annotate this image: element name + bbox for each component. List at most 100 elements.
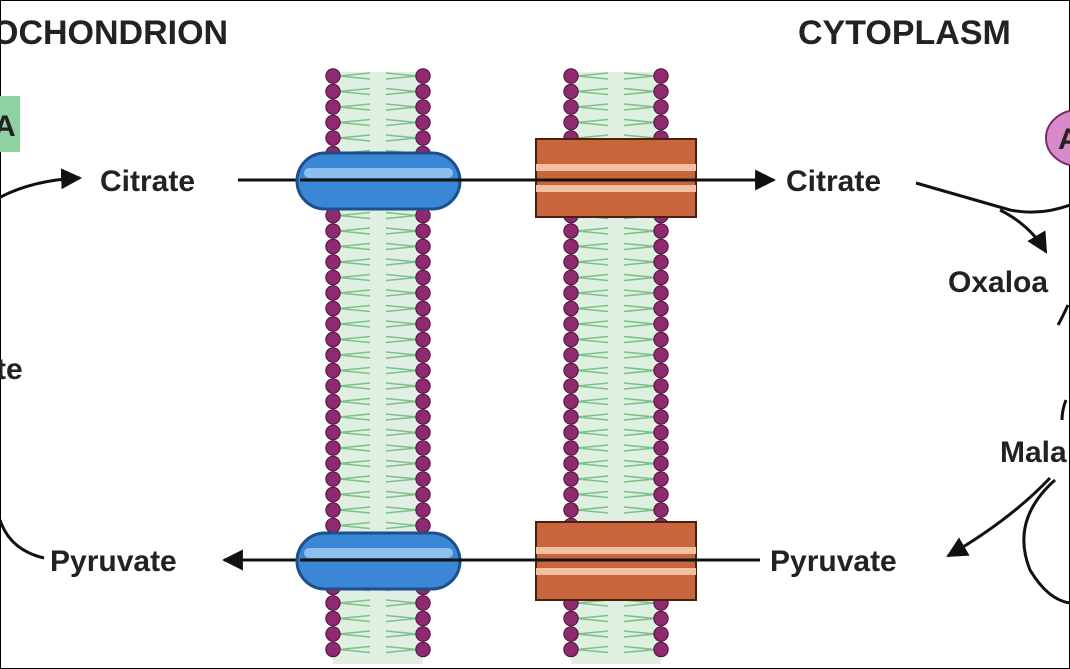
lipid-tail [339,118,371,127]
lipid-head [325,362,341,379]
lipid-tail [339,506,371,514]
lipid-tail [385,289,417,297]
lipid-head [653,486,669,503]
lipid-head [415,471,431,487]
lipid-tail [339,258,371,266]
pyruvate-loop-arrow [0,519,45,560]
lipid-tail [385,428,417,437]
lipid-head [653,409,669,425]
lipid-head [325,517,341,534]
lipid-tail [577,273,609,282]
oxaloacetate-down-arrow [1056,304,1070,326]
lipid-tail [385,118,417,127]
lipid-head [563,455,579,472]
citrate-label-cytoplasm: Citrate [786,165,881,198]
lipid-head [563,424,579,441]
citrate-split-arrow [915,181,1070,214]
lipid-tail [623,645,655,654]
lipid-head [415,223,431,239]
lipid-tail [385,599,417,607]
lipid-head [653,223,669,239]
pyruvate-label-mitochondrion: Pyruvate [50,545,177,578]
lipid-head [653,362,669,379]
lipid-head [563,83,579,100]
lipid-head [325,269,341,286]
lipid-tail [385,304,417,313]
lipid-tail [623,413,655,421]
lipid-head [563,114,579,131]
lipid-tail [339,614,371,623]
lipid-head [653,114,669,131]
lipid-tail [339,459,371,468]
lipid-head [653,285,669,301]
lipid-head [415,130,431,146]
lipid-head [653,502,669,518]
lipid-tail [339,444,371,452]
pyruvate-label-cytoplasm: Pyruvate [770,545,897,578]
oxaloacetate-label: Oxaloa [948,266,1048,299]
lipid-tail [339,134,371,142]
lipid-tail [339,521,371,530]
malate-label: Mala [1000,436,1067,469]
mitochondrion-header: OCHONDRION [0,14,228,52]
lipid-head [415,83,431,100]
lipid-head [325,424,341,441]
lipid-tail [623,227,655,235]
lipid-head [415,409,431,425]
lipid-tail [385,506,417,514]
lipid-tail [385,397,417,406]
lipid-tail [623,397,655,406]
lipid-tail [339,103,371,111]
badge-left-label: A [0,110,16,143]
lipid-head [325,331,341,348]
lipid-head [325,471,341,487]
lipid-head [325,238,341,255]
lipid-tail [339,335,371,344]
cytoplasm-header: CYTOPLASM [798,14,1011,52]
lipid-head [325,347,341,363]
lipid-tail [385,320,417,328]
lipid-head [415,626,431,642]
badge-right-label: A [1058,123,1070,156]
lipid-head [563,254,579,270]
lipid-tail [577,397,609,406]
lipid-tail [385,444,417,452]
lipid-head [653,68,669,84]
lipid-head [415,114,431,131]
lipid-tail [385,87,417,96]
lipid-head [325,455,341,472]
malate-loop-arrow [1022,478,1070,605]
lipid-head [415,595,431,611]
atp-badge: A [1045,109,1070,167]
lipid-head [653,99,669,115]
lipid-head [653,254,669,270]
lipid-tail [577,630,609,638]
lipid-tail [339,87,371,96]
lipid-head [415,238,431,255]
lipid-tail [577,506,609,514]
lipid-tail [623,428,655,437]
lipid-tail [385,645,417,654]
lipid-head [325,641,341,658]
lipid-tail [623,382,655,390]
lipid-head [563,223,579,239]
lipid-tail [385,614,417,623]
lipid-head [653,269,669,286]
lipid-tail [623,289,655,297]
lipid-head [415,285,431,301]
lipid-head [563,502,579,518]
lipid-head [415,269,431,286]
lipid-tail [339,490,371,499]
lipid-tail [623,103,655,111]
lipid-head [653,300,669,317]
lipid-head [563,409,579,425]
lipid-head [563,486,579,503]
lipid-head [325,626,341,642]
lipid-head [563,68,579,84]
cycle-to-citrate-arrow [0,168,83,200]
lipid-tail [623,118,655,127]
lipid-tail [577,366,609,375]
lipid-tail [339,475,371,483]
lipid-tail [385,382,417,390]
